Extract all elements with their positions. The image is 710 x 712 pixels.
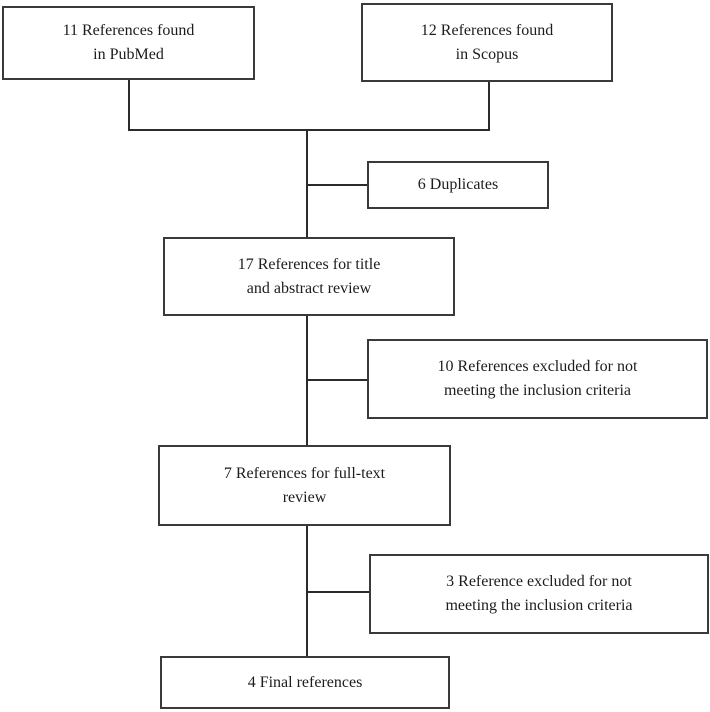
box-duplicates: 6 Duplicates	[367, 161, 549, 209]
connector-title-to-fulltext	[306, 316, 308, 445]
connector-center-to-title	[306, 129, 308, 237]
connector-fulltext-to-final	[306, 526, 308, 656]
connector-pubmed-down	[128, 80, 130, 130]
box-excluded-title-abstract: 10 References excluded for not meeting t…	[367, 339, 708, 419]
box-title-abstract-review: 17 References for title and abstract rev…	[163, 237, 455, 316]
box-scopus-label: 12 References found in Scopus	[420, 21, 554, 63]
box-final-references: 4 Final references	[160, 656, 450, 709]
box-title-abstract-review-label: 17 References for title and abstract rev…	[237, 255, 381, 297]
box-excluded-title-abstract-label: 10 References excluded for not meeting t…	[437, 358, 638, 399]
connector-branch-excluded-3	[308, 591, 369, 593]
box-full-text-review: 7 References for full-text review	[158, 445, 451, 526]
box-full-text-review-label: 7 References for full-text review	[223, 464, 386, 506]
connector-merge-horizontal	[128, 129, 490, 131]
connector-branch-excluded-10	[308, 379, 367, 381]
box-excluded-full-text-label: 3 Reference excluded for not meeting the…	[445, 573, 633, 614]
box-pubmed-label: 11 References found in PubMed	[62, 22, 195, 63]
box-final-references-label: 4 Final references	[247, 673, 363, 691]
box-duplicates-label: 6 Duplicates	[417, 176, 499, 193]
box-scopus: 12 References found in Scopus	[361, 3, 613, 82]
connector-scopus-down	[488, 82, 490, 130]
box-pubmed: 11 References found in PubMed	[2, 6, 255, 80]
box-excluded-full-text: 3 Reference excluded for not meeting the…	[369, 554, 709, 634]
connector-branch-duplicates	[308, 184, 367, 186]
